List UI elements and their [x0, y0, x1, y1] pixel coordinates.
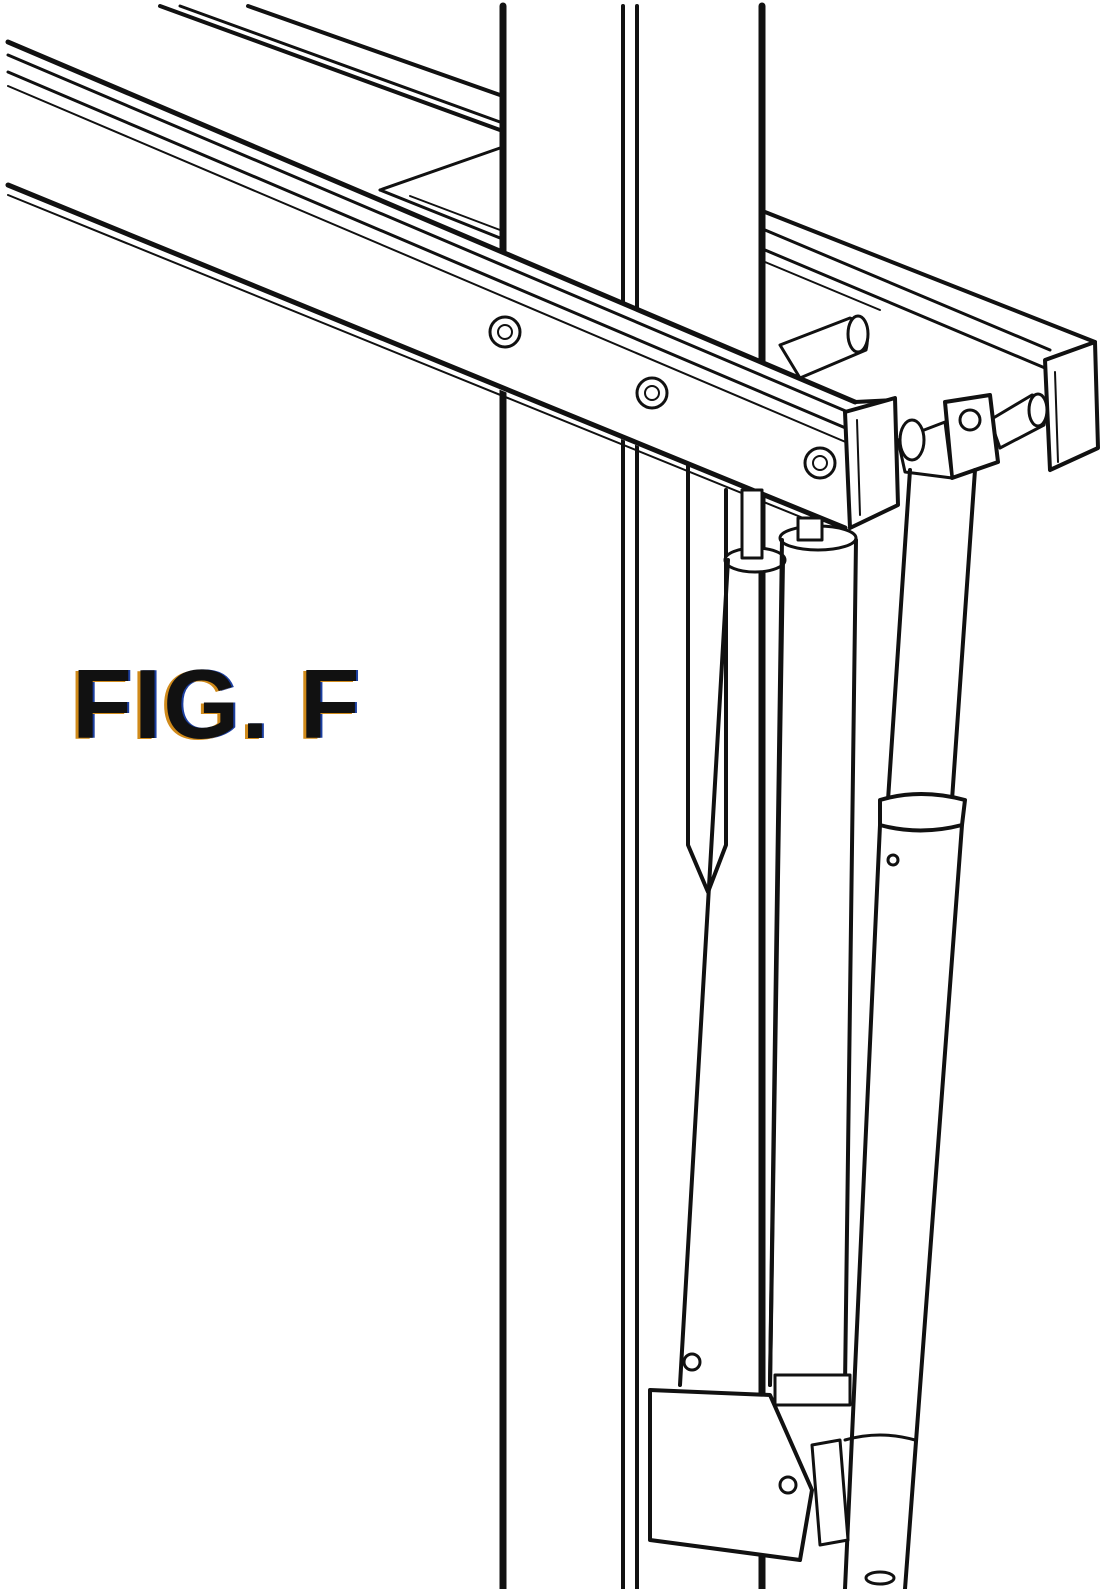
rail-hole-1 [488, 315, 522, 349]
diagonal-strut [843, 468, 977, 1591]
figure-label: FIG. F [72, 649, 362, 759]
back-rail [158, 4, 1100, 472]
bottom-bracket [648, 1373, 917, 1586]
rail-hole-3 [803, 446, 837, 480]
vertical-post [499, 2, 766, 1593]
leg-tube-1 [678, 488, 787, 1387]
rail-hole-2 [635, 376, 669, 410]
front-rail [5, 39, 900, 536]
pin-stub [778, 314, 1049, 450]
top-bracket [896, 393, 1000, 480]
leg-tube-2 [768, 516, 858, 1387]
